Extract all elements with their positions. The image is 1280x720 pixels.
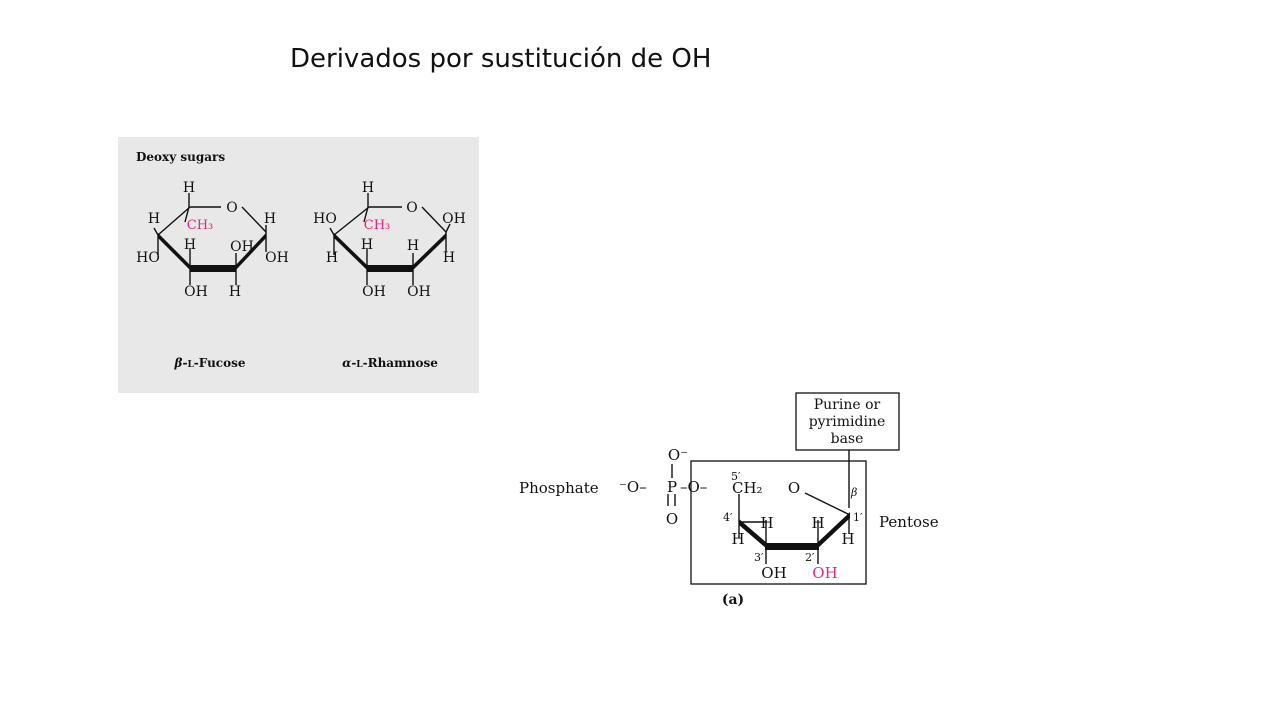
rhamnose-name: α-L-Rhamnose (342, 356, 438, 370)
c5-prime-label: 5′ (731, 470, 741, 483)
rhamnose-methyl: CH₃ (364, 218, 391, 233)
rhamnose-c4-down: H (326, 250, 338, 266)
phosphate-o-bottom: O (666, 510, 678, 528)
phosphate-chain-right: –O– (680, 478, 707, 496)
rhamnose-c1-down: H (443, 250, 455, 266)
base-box-line-1: Purine or (814, 397, 881, 413)
fucose-structure: H O H CH₃ H H OH HO OH OH H β-L-Fucose (136, 180, 289, 370)
c2-prime-label: 2′ (805, 551, 815, 564)
slide-title: Derivados por sustitución de OH (290, 44, 712, 74)
fucose-c2-up: OH (230, 239, 254, 255)
rhamnose-c2-up: H (407, 238, 419, 254)
rhamnose-structure: H O HO CH₃ OH H H H H OH OH α-L-Rhamnose (313, 180, 466, 370)
phosphate-o-top: O⁻ (668, 446, 688, 464)
ch2-label: CH₂ (732, 479, 763, 497)
fucose-ring-o: O (226, 200, 237, 216)
fucose-c3-down: OH (184, 284, 208, 300)
phosphate-label: Phosphate (519, 479, 599, 497)
ring-o-label: O (788, 479, 800, 497)
rhamnose-c4-up: H (361, 237, 373, 253)
fucose-c4-down: HO (136, 250, 160, 266)
fucose-name: β-L-Fucose (174, 356, 246, 370)
rhamnose-c6-h: H (362, 180, 374, 196)
h-c1-up: H (811, 514, 824, 532)
deoxy-sugars-figure: Deoxy sugars H O H (136, 150, 466, 370)
base-box-line-3: base (831, 431, 864, 447)
fucose-c2-down: H (229, 284, 241, 300)
h-c4-down: H (731, 530, 744, 548)
deoxy-sugars-panel: Deoxy sugars H O H (118, 137, 479, 393)
rhamnose-c1-up: OH (442, 211, 466, 227)
fucose-c1-down: OH (265, 250, 289, 266)
h-c4-up: H (760, 514, 773, 532)
rhamnose-ring-o: O (406, 200, 417, 216)
base-box-line-2: pyrimidine (809, 414, 886, 430)
figure-caption: (a) (722, 592, 744, 608)
phosphate-chain-left: ⁻O– (619, 478, 647, 496)
fucose-c1-up: H (264, 211, 276, 227)
oh-2-label: OH (812, 564, 837, 582)
rhamnose-c2-down: OH (407, 284, 431, 300)
pentose-label: Pentose (879, 513, 939, 531)
h-c1-down: H (841, 530, 854, 548)
fucose-c6-h: H (183, 180, 195, 196)
phosphate-p: P (667, 478, 677, 496)
fucose-c5-sub: H (148, 211, 160, 227)
beta-label: β (850, 486, 857, 499)
nucleotide-figure: Purine or pyrimidine base Phosphate O (519, 392, 939, 608)
c4-prime-label: 4′ (723, 511, 733, 524)
fucose-c4-up: H (184, 237, 196, 253)
oh-3-label: OH (761, 564, 786, 582)
fucose-methyl: CH₃ (187, 218, 214, 233)
c1-prime-label: 1′ (853, 511, 863, 524)
rhamnose-c3-down: OH (362, 284, 386, 300)
nucleotide-diagram: Purine or pyrimidine base Phosphate O (510, 388, 960, 613)
deoxy-heading: Deoxy sugars (136, 150, 225, 164)
base-box-label: Purine or pyrimidine base (809, 397, 886, 447)
rhamnose-c5-sub: HO (313, 211, 337, 227)
c3-prime-label: 3′ (754, 551, 764, 564)
